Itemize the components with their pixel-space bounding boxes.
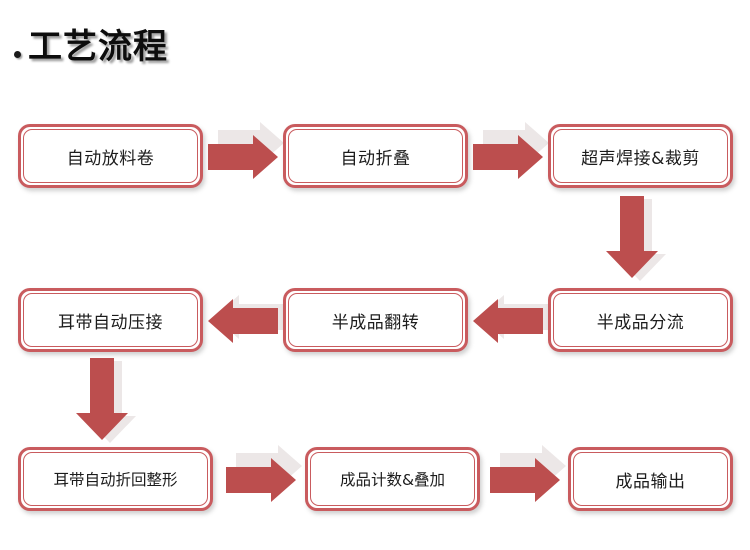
process-step-inner: 成品计数&叠加 [310, 452, 475, 506]
process-step-label: 成品输出 [615, 471, 686, 492]
process-step-auto-fold[interactable]: 自动折叠 [283, 124, 468, 188]
process-step-inner: 超声焊接&裁剪 [553, 129, 728, 183]
process-step-finished-output[interactable]: 成品输出 [568, 447, 733, 511]
arrow-right-icon [473, 122, 549, 188]
process-step-semifinished-split[interactable]: 半成品分流 [548, 288, 733, 352]
process-step-ultrasonic-weld-cut[interactable]: 超声焊接&裁剪 [548, 124, 733, 188]
process-step-inner: 自动折叠 [288, 129, 463, 183]
process-step-label: 超声焊接&裁剪 [581, 148, 700, 169]
process-step-inner: 成品输出 [573, 452, 728, 506]
process-step-auto-feed[interactable]: 自动放料卷 [18, 124, 203, 188]
process-step-label: 自动折叠 [340, 148, 411, 169]
process-step-inner: 自动放料卷 [23, 129, 198, 183]
arrow-down-icon [598, 196, 688, 288]
process-step-label: 半成品翻转 [331, 312, 420, 333]
process-step-label: 成品计数&叠加 [339, 471, 446, 489]
arrow-left-icon [473, 290, 549, 352]
page-title: 工艺流程 [14, 30, 168, 64]
process-step-label: 自动放料卷 [66, 148, 155, 169]
process-step-label: 耳带自动压接 [58, 312, 163, 333]
process-step-inner: 耳带自动折回整形 [23, 452, 208, 506]
process-step-label: 耳带自动折回整形 [53, 471, 178, 489]
process-step-inner: 半成品分流 [553, 293, 728, 347]
process-step-semifinished-flip[interactable]: 半成品翻转 [283, 288, 468, 352]
arrow-left-icon [208, 290, 284, 352]
page-title-text: 工艺流程 [28, 27, 168, 67]
process-step-finished-count-stack[interactable]: 成品计数&叠加 [305, 447, 480, 511]
process-step-inner: 半成品翻转 [288, 293, 463, 347]
process-step-label: 半成品分流 [596, 312, 685, 333]
arrow-right-icon [490, 445, 566, 511]
process-step-earband-foldback-shape[interactable]: 耳带自动折回整形 [18, 447, 213, 511]
arrow-down-icon [68, 358, 158, 450]
process-step-inner: 耳带自动压接 [23, 293, 198, 347]
arrow-right-icon [208, 122, 284, 188]
bullet-icon [14, 50, 21, 58]
process-step-earband-press[interactable]: 耳带自动压接 [18, 288, 203, 352]
arrow-right-icon [226, 445, 302, 511]
